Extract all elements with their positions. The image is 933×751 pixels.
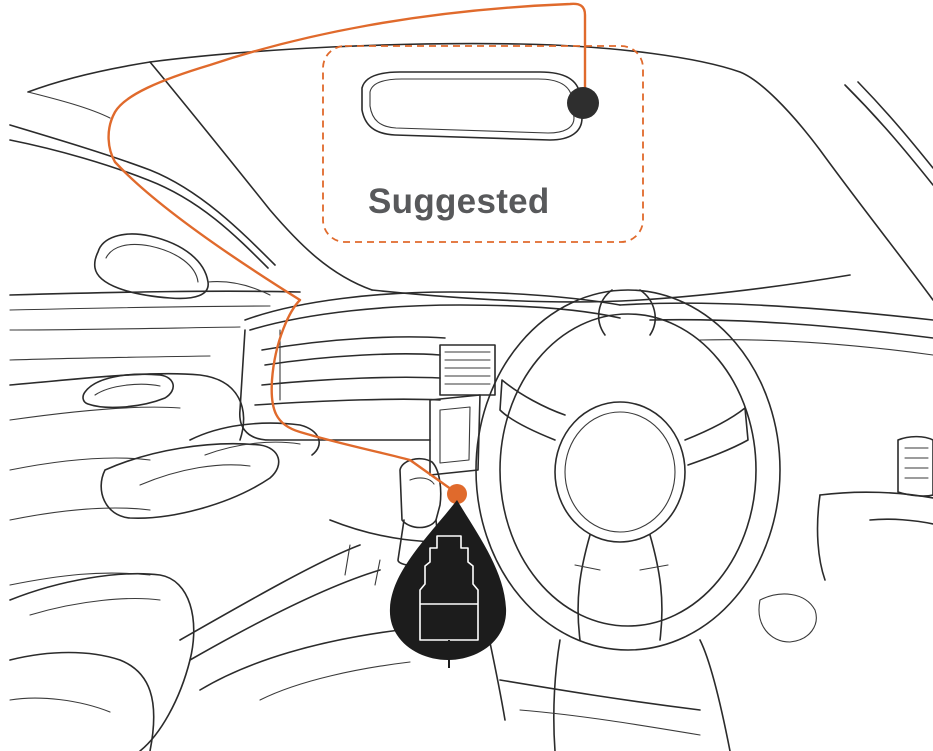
windshield-outline [28, 44, 933, 302]
steering-wheel [476, 290, 780, 751]
seats [10, 574, 700, 751]
dashcam-icon [567, 87, 599, 119]
door-panel [83, 374, 319, 518]
suggested-zone-label: Suggested [368, 182, 550, 222]
dashboard [240, 292, 933, 642]
rear-view-mirror [362, 72, 582, 140]
